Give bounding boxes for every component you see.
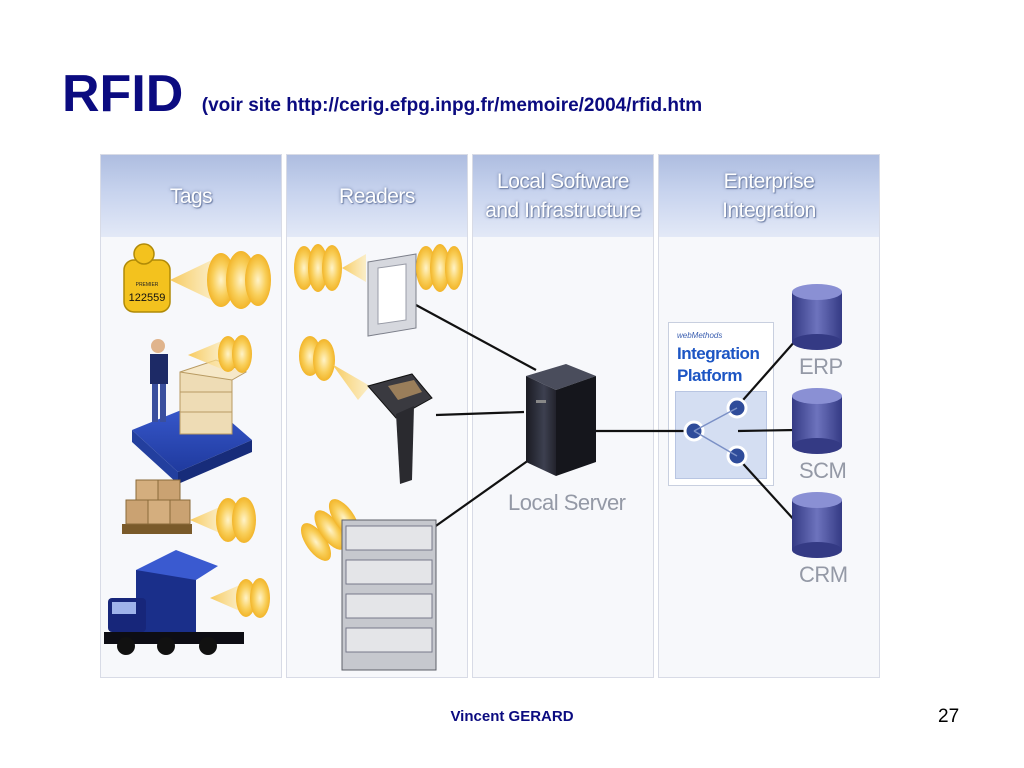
portal-reader-icon	[367, 253, 417, 337]
truck-icon	[104, 550, 244, 655]
local-server-label: Local Server	[508, 490, 626, 515]
connector-handheld-to-server	[435, 410, 525, 417]
svg-text:PREMIER: PREMIER	[136, 282, 159, 288]
tag-signal-waves-1	[170, 251, 271, 309]
column-header-tags: Tags	[101, 155, 281, 237]
tag-signal-waves-2	[188, 335, 252, 373]
worker-pallet-icon	[132, 339, 252, 484]
scm-label: SCM	[799, 458, 847, 483]
scm-database-icon	[792, 388, 842, 454]
storage-shelf-icon	[341, 519, 437, 671]
connector-platform-to-crm	[735, 455, 797, 523]
ear-tag-icon: PREMIER 122559	[123, 243, 171, 313]
integration-platform-box: webMethods Integration Platform	[668, 322, 774, 486]
crm-label: CRM	[799, 562, 848, 587]
slide-subtitle: (voir site http://cerig.efpg.inpg.fr/mem…	[201, 95, 703, 116]
page-number: 27	[938, 706, 960, 727]
tag-signal-waves-3	[190, 497, 256, 543]
erp-database-icon	[792, 284, 842, 350]
cartons-on-pallet-icon	[122, 479, 192, 534]
connector-portal-to-server	[415, 304, 537, 371]
diagram-artwork: PREMIER 122559	[104, 243, 842, 671]
crm-database-icon	[792, 492, 842, 558]
handheld-reader-icon	[367, 373, 433, 484]
server-icon	[526, 364, 596, 476]
platform-brand-label: webMethods	[677, 331, 723, 340]
connector-platform-to-erp	[735, 339, 797, 409]
erp-label: ERP	[799, 354, 843, 379]
column-header-readers: Readers	[287, 155, 467, 237]
slide-title-block: RFID (voir site http://cerig.efpg.inpg.f…	[62, 64, 702, 124]
platform-name-label: Integration Platform	[677, 344, 760, 385]
platform-hub-nodes	[683, 397, 748, 467]
tag-signal-waves-4	[210, 578, 270, 618]
footer-author: Vincent GERARD	[450, 708, 574, 725]
handheld-signal-waves	[299, 336, 370, 400]
svg-text:122559: 122559	[129, 292, 166, 304]
connector-platform-to-scm	[737, 428, 797, 433]
slide-title: RFID	[62, 65, 184, 123]
reader-signal-waves-right	[416, 244, 463, 292]
reader-signal-waves-left	[294, 244, 366, 292]
